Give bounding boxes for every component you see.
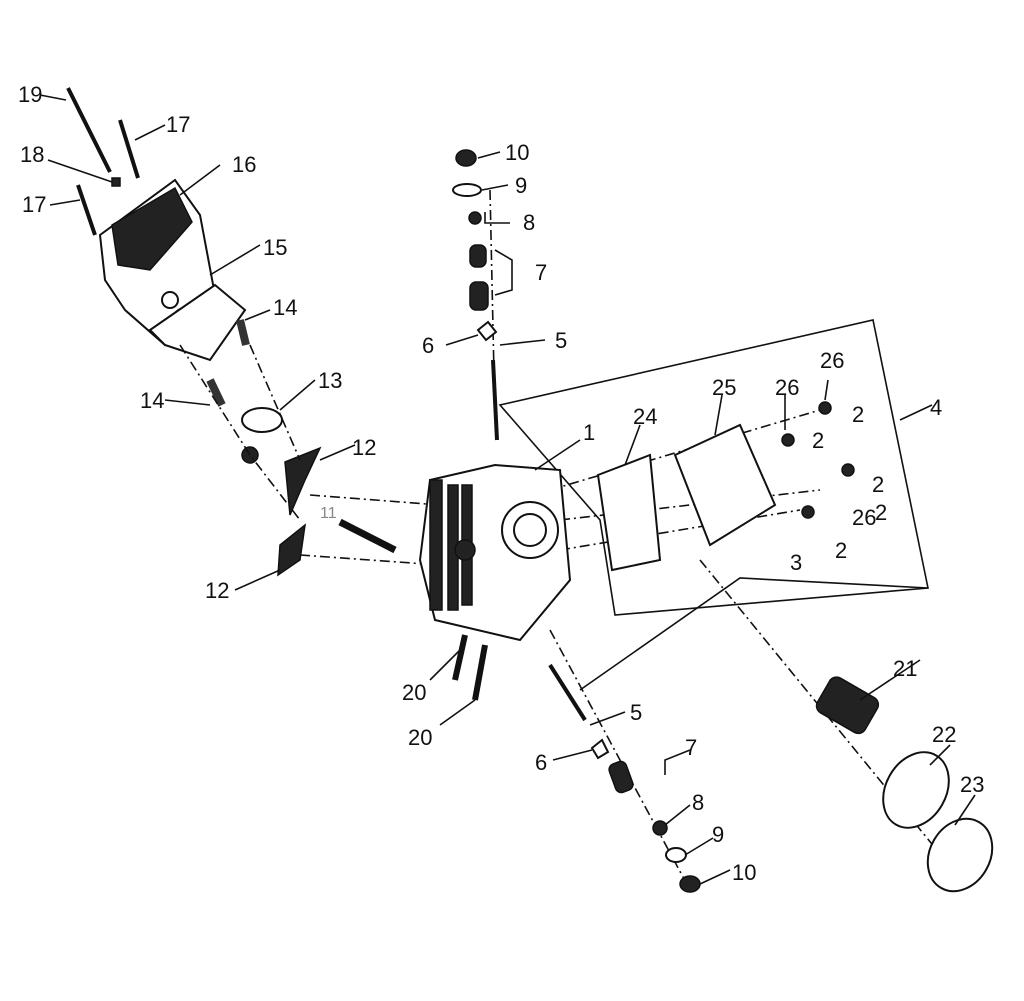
callout-26: 26 — [775, 375, 799, 400]
stud-20a — [452, 634, 468, 681]
callout-12: 12 — [205, 578, 229, 603]
callout-2: 2 — [812, 428, 824, 453]
callout-21: 21 — [893, 656, 917, 681]
cap-10-upper — [455, 149, 477, 167]
callout-8: 8 — [692, 790, 704, 815]
callout-22: 22 — [932, 722, 956, 747]
spring-7a — [469, 244, 487, 268]
callout-18: 18 — [20, 142, 44, 167]
callout-2: 2 — [872, 472, 884, 497]
rocker-arm-12a — [284, 446, 322, 516]
cap-23 — [926, 817, 994, 893]
bolts-26 — [781, 401, 855, 519]
callout-15: 15 — [263, 235, 287, 260]
valve-lower — [548, 663, 587, 722]
adjuster-8-upper — [468, 211, 482, 225]
cover-25 — [673, 423, 777, 547]
stud-17a — [118, 119, 140, 179]
callout-9: 9 — [515, 173, 527, 198]
callout-14: 14 — [140, 388, 164, 413]
callout-labels: 19 17 18 16 17 15 14 14 13 12 11 12 10 9… — [18, 82, 984, 885]
spring-7b — [469, 281, 489, 311]
callout-10: 10 — [505, 140, 529, 165]
callout-3: 3 — [790, 550, 802, 575]
callout-12: 12 — [352, 435, 376, 460]
callout-19: 19 — [18, 82, 42, 107]
callout-25: 25 — [712, 375, 736, 400]
retainer-6-upper — [476, 320, 498, 342]
callout-4: 4 — [930, 395, 942, 420]
callout-17: 17 — [166, 112, 190, 137]
callout-2: 2 — [875, 500, 887, 525]
frame-lower-edge — [579, 577, 929, 691]
spark-plug — [338, 518, 397, 554]
callout-5: 5 — [630, 700, 642, 725]
leader-lines — [39, 94, 976, 885]
oring-22 — [882, 751, 950, 829]
callout-26: 26 — [820, 348, 844, 373]
camshaft-holder — [98, 178, 247, 362]
callout-7: 7 — [685, 735, 697, 760]
callout-2: 2 — [852, 402, 864, 427]
callout-11: 11 — [320, 505, 337, 522]
rocker-arm-12b — [277, 523, 307, 577]
stud-19 — [66, 87, 112, 173]
callout-2: 2 — [835, 538, 847, 563]
stud-20b — [472, 644, 488, 701]
oring-9-upper — [452, 183, 482, 197]
callout-16: 16 — [232, 152, 256, 177]
callout-24: 24 — [633, 404, 657, 429]
callout-20: 20 — [408, 725, 432, 750]
callout-6: 6 — [422, 333, 434, 358]
adjuster-8-lower — [652, 820, 668, 836]
stud-17b — [76, 184, 97, 236]
oring-9-lower — [665, 847, 687, 863]
callout-14: 14 — [273, 295, 297, 320]
callout-6: 6 — [535, 750, 547, 775]
callout-17: 17 — [22, 192, 46, 217]
retainer-6-lower — [590, 738, 610, 760]
valve-upper — [491, 359, 499, 441]
tensioner-21 — [815, 676, 880, 735]
callout-8: 8 — [523, 210, 535, 235]
cylinder-head — [418, 463, 572, 642]
callout-10: 10 — [732, 860, 756, 885]
cover-group-frame — [498, 319, 929, 616]
callout-1: 1 — [583, 420, 595, 445]
callout-5: 5 — [555, 328, 567, 353]
callout-20: 20 — [402, 680, 426, 705]
callout-7: 7 — [535, 260, 547, 285]
rocker-arm-13 — [241, 407, 283, 464]
callout-26: 26 — [852, 505, 876, 530]
nut-18 — [111, 177, 121, 187]
callout-13: 13 — [318, 368, 342, 393]
spring-7-lower — [608, 760, 634, 794]
callout-9: 9 — [712, 822, 724, 847]
pin-14a — [236, 319, 250, 346]
cap-10-lower — [679, 875, 701, 893]
pin-14b — [206, 378, 226, 407]
gasket-24 — [596, 453, 662, 572]
callout-23: 23 — [960, 772, 984, 797]
